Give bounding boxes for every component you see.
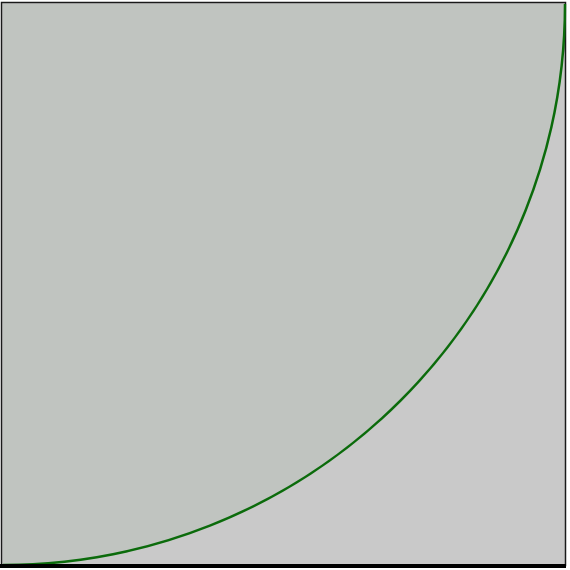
bottom-border-bar [0,564,566,568]
quarter-ellipse-fill [3,4,565,565]
quarter-ellipse-arc [2,3,567,567]
